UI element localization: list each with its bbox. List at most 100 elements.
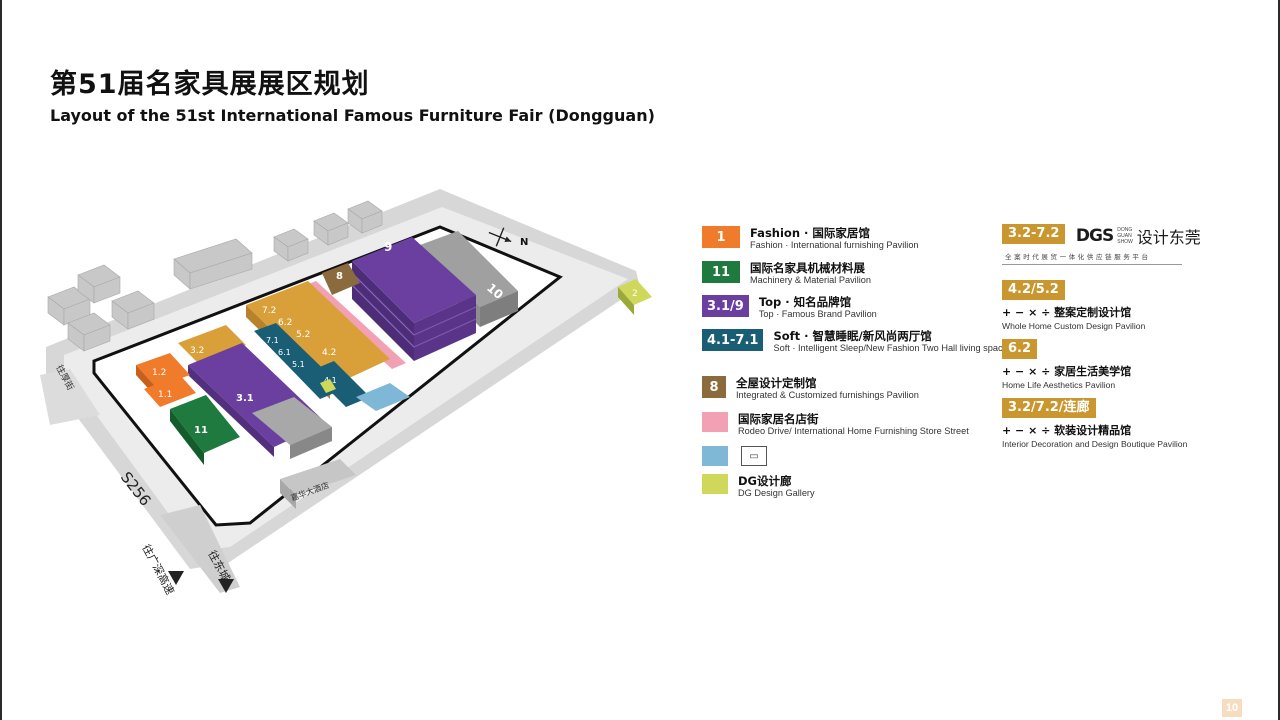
legend-badge-machinery: 11 [702, 261, 740, 283]
hall-2-side [618, 287, 634, 315]
frame-left-edge [0, 0, 2, 720]
legend-sub-customized: Integrated & Customized furnishings Pavi… [736, 390, 919, 401]
legend-right-sub-boutique: Interior Decoration and Design Boutique … [1002, 439, 1188, 449]
hall-8 [322, 263, 360, 295]
teal-hall-4-1 [310, 361, 370, 407]
hall-3-1-front [188, 365, 274, 457]
legend-sub-dg-gallery: DG Design Gallery [738, 488, 815, 499]
legend-sub-rodeo: Rodeo Drive/ International Home Furnishi… [738, 426, 969, 437]
legend-item-dg-gallery: DG设计廊 DG Design Gallery [702, 474, 815, 500]
page-title-en: Layout of the 51st International Famous … [50, 106, 655, 125]
brand-logo-icon: ▭ [741, 446, 767, 466]
legend-badge-top-brand: 3.1/9 [702, 295, 749, 317]
arrow-dongcheng [218, 579, 234, 593]
legend-right-title-whole-home: + − × ÷ 整案定制设计馆 [1002, 306, 1132, 319]
legend-right-boutique: 3.2/7.2/连廊 + − × ÷ 软装设计精品馆 Interior Deco… [1002, 398, 1187, 449]
dgs-divider [1002, 264, 1182, 265]
legend-sub-soft: Soft · Intelligent Sleep/New Fashion Two… [773, 343, 1008, 354]
hall-10-side [480, 291, 518, 327]
dgs-brand-name: 设计东莞 [1136, 228, 1201, 247]
legend-item-rodeo: 国际家居名店街 Rodeo Drive/ International Home … [702, 412, 969, 438]
legend-right-title-aesthetics: + − × ÷ 家居生活美学馆 [1002, 365, 1132, 378]
hall-7-2-label: 7.2 [262, 306, 276, 316]
legend-item-top-brand: 3.1/9 Top · 知名品牌馆 Top · Famous Brand Pav… [702, 295, 877, 321]
exhibition-map: 10 9 8 7.2 6.2 5.2 4.2 3.2 7.1 6.1 5 [40, 175, 680, 605]
legend-badge-soft: 4.1-7.1 [702, 329, 764, 351]
road-guangshen-label: 往广深高速 [139, 542, 177, 597]
hall-6-2-label: 6.2 [278, 318, 292, 328]
compass-n-label: N [520, 237, 528, 248]
page-title-cn: 第51届名家具展展区规划 [50, 69, 370, 100]
legend-right-sub-whole-home: Whole Home Custom Design Pavilion [1002, 321, 1146, 331]
compass [488, 227, 512, 247]
hall-3-1-label: 3.1 [236, 393, 254, 404]
exhibition-map-svg: 10 9 8 7.2 6.2 5.2 4.2 3.2 7.1 6.1 5 [40, 189, 652, 597]
hall-8-label: 8 [336, 271, 343, 282]
hall-2 [618, 279, 652, 305]
legend-item-light-blue: ▭ [702, 446, 767, 466]
legend-item-fashion: 1 Fashion · 国际家居馆 Fashion · Internationa… [702, 226, 919, 252]
legend-title-rodeo: 国际家居名店街 [738, 412, 819, 426]
hall-11 [170, 395, 240, 453]
hall-1-1 [144, 375, 196, 407]
legend-title-dg-gallery: DG设计廊 [738, 474, 792, 488]
hall-3-2-label: 3.2 [190, 346, 204, 356]
frame-right-edge [1278, 0, 1280, 720]
road-west [40, 369, 100, 425]
dgs-logo: DGS DONG GUAN SHOW 设计东莞 [1076, 224, 1201, 248]
hall-2-label: 2 [632, 289, 638, 299]
gray-building-center-side [290, 427, 332, 459]
legend-swatch-light-blue [702, 446, 728, 466]
legend-right-dgs: 3.2-7.2 DGS DONG GUAN SHOW 设计东莞 全案时代展贸一体… [1002, 224, 1201, 265]
page-number: 10 [1222, 699, 1242, 717]
legend-sub-fashion: Fashion · International furnishing Pavil… [750, 240, 919, 251]
legend-right-badge-aesthetics: 6.2 [1002, 339, 1038, 359]
legend-item-machinery: 11 国际名家具机械材料展 Machinery & Material Pavil… [702, 261, 871, 287]
hall-5-2-label: 5.2 [296, 330, 310, 340]
legend-badge-customized: 8 [702, 376, 726, 398]
legend-right-title-boutique: + − × ÷ 软装设计精品馆 [1002, 424, 1132, 437]
arrow-guangshen [168, 571, 184, 585]
legend-item-soft: 4.1-7.1 Soft · 智慧睡眠/新风尚两厅馆 Soft · Intell… [702, 329, 1008, 355]
dgs-slogan: 全案时代展贸一体化供应链服务平台 [1005, 254, 1151, 261]
legend-title-fashion: Fashion · 国际家居馆 [750, 226, 870, 240]
hall-7-1-label: 7.1 [266, 336, 279, 345]
hall-11-label: 11 [194, 425, 208, 436]
jiahua-hotel [280, 459, 356, 495]
hall-6-1-label: 6.1 [278, 348, 291, 357]
dgs-mark: DGS [1075, 226, 1114, 246]
road-south [160, 505, 240, 593]
hall-5-1-label: 5.1 [292, 360, 305, 369]
legend-right-badge-boutique: 3.2/7.2/连廊 [1002, 398, 1096, 418]
dgs-stack-3: SHOW [1117, 239, 1133, 245]
jiahua-hotel-front [280, 479, 296, 509]
legend-title-soft: Soft · 智慧睡眠/新风尚两厅馆 [773, 329, 932, 343]
legend-right-badge-dgs: 3.2-7.2 [1002, 224, 1066, 244]
gray-building-center [252, 397, 332, 445]
legend-title-customized: 全屋设计定制馆 [736, 376, 817, 390]
legend-title-machinery: 国际名家具机械材料展 [750, 261, 865, 275]
hall-9-label: 9 [384, 240, 392, 254]
legend-badge-fashion: 1 [702, 226, 740, 248]
legend-swatch-dg-gallery [702, 474, 728, 494]
dg-design-gallery-block [320, 379, 336, 393]
legend-title-top-brand: Top · 知名品牌馆 [758, 295, 852, 309]
legend-swatch-rodeo [702, 412, 728, 432]
dgs-stack: DONG GUAN SHOW [1117, 227, 1133, 245]
hall-1-1-label: 1.1 [158, 390, 172, 400]
dgs-stack-2: GUAN [1117, 233, 1132, 239]
hall-1-2-label: 1.2 [152, 368, 166, 378]
legend-right-badge-whole-home: 4.2/5.2 [1002, 280, 1065, 300]
hall-9 [351, 237, 477, 361]
legend-right-whole-home: 4.2/5.2 + − × ÷ 整案定制设计馆 Whole Home Custo… [1002, 280, 1145, 331]
legend-item-customized: 8 全屋设计定制馆 Integrated & Customized furnis… [702, 376, 919, 402]
light-blue-block [356, 383, 410, 411]
legend-sub-top-brand: Top · Famous Brand Pavilion [758, 309, 877, 320]
background-buildings [47, 200, 383, 352]
dgs-stack-1: DONG [1117, 227, 1133, 233]
legend-right-aesthetics: 6.2 + − × ÷ 家居生活美学馆 Home Life Aesthetics… [1002, 339, 1131, 390]
hall-11-front [170, 409, 204, 465]
legend-sub-machinery: Machinery & Material Pavilion [750, 275, 872, 286]
hall-4-2-label: 4.2 [322, 348, 336, 358]
gold-hall-block [246, 281, 390, 387]
